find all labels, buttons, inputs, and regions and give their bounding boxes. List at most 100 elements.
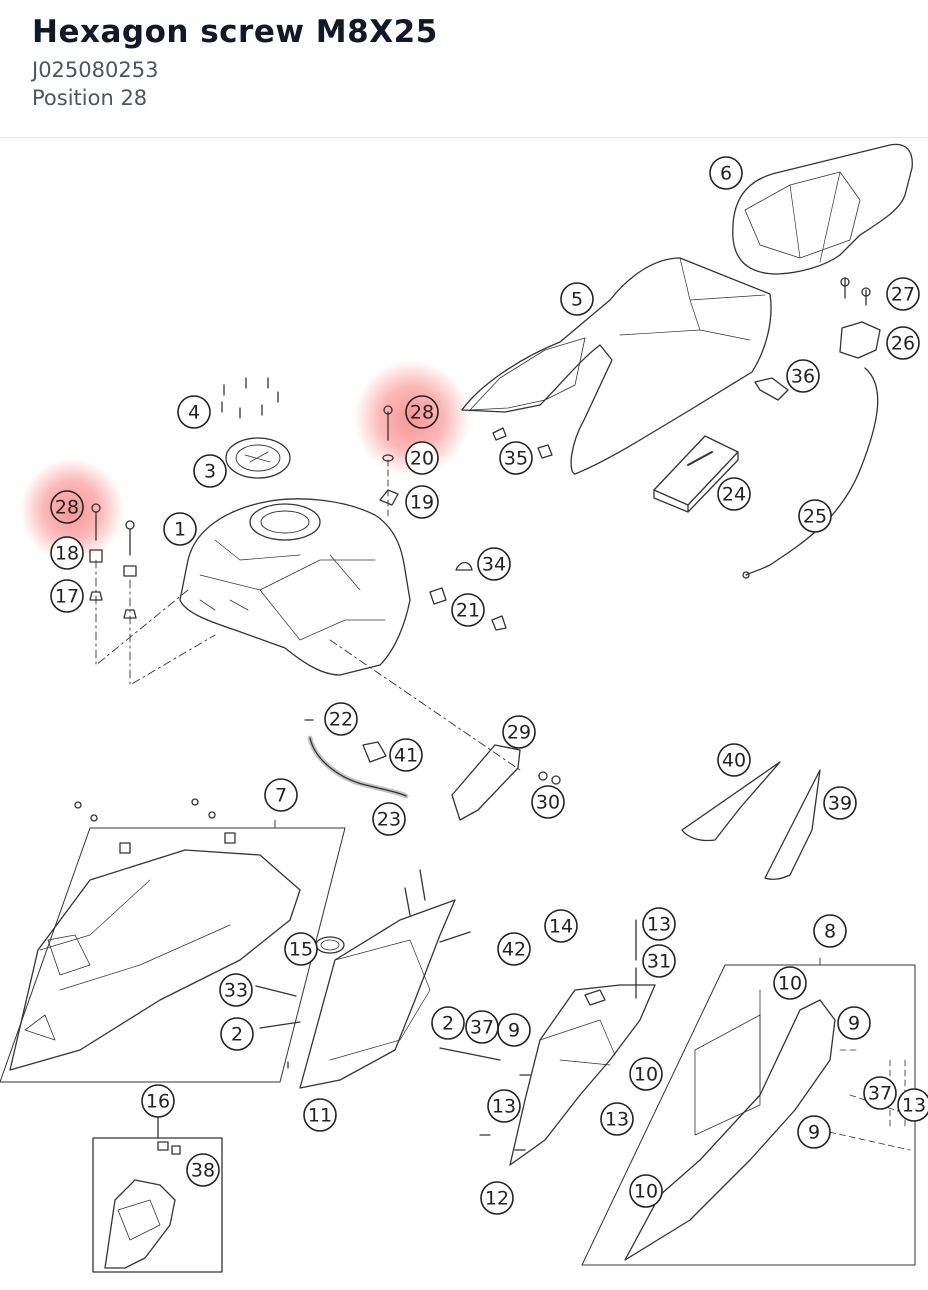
callout-circle xyxy=(284,932,318,966)
callout-label: 8 xyxy=(824,921,836,943)
callout-label: 2 xyxy=(231,1024,243,1046)
callout-circle xyxy=(389,738,423,772)
callout-circle xyxy=(717,743,751,777)
callout-circle xyxy=(303,1098,337,1132)
callout-11[interactable]: 11 xyxy=(303,1098,337,1132)
callout-circle xyxy=(786,359,820,393)
callout-23[interactable]: 23 xyxy=(372,802,406,836)
callout-label: 13 xyxy=(492,1096,516,1118)
callout-label: 4 xyxy=(188,402,200,424)
callout-circle xyxy=(797,1115,831,1149)
callout-label: 23 xyxy=(377,809,401,831)
callout-28[interactable]: 28 xyxy=(50,490,84,524)
callout-9[interactable]: 9 xyxy=(497,1013,531,1047)
callout-27[interactable]: 27 xyxy=(886,277,920,311)
callout-label: 21 xyxy=(456,600,480,622)
callout-34[interactable]: 34 xyxy=(477,547,511,581)
callout-13[interactable]: 13 xyxy=(487,1089,521,1123)
callout-22[interactable]: 22 xyxy=(324,702,358,736)
callout-19[interactable]: 19 xyxy=(405,485,439,519)
callout-38[interactable]: 38 xyxy=(186,1153,220,1187)
callout-30[interactable]: 30 xyxy=(531,785,565,819)
callout-label: 18 xyxy=(55,543,79,565)
callout-10[interactable]: 10 xyxy=(629,1057,663,1091)
highlight-glow xyxy=(354,360,470,476)
callout-label: 40 xyxy=(722,750,746,772)
callout-3[interactable]: 3 xyxy=(193,454,227,488)
callout-14[interactable]: 14 xyxy=(544,909,578,943)
callout-36[interactable]: 36 xyxy=(786,359,820,393)
callout-label: 37 xyxy=(868,1083,892,1105)
callout-circle xyxy=(823,786,857,820)
callout-25[interactable]: 25 xyxy=(798,499,832,533)
callout-29[interactable]: 29 xyxy=(502,715,536,749)
callout-9[interactable]: 9 xyxy=(837,1006,871,1040)
callout-label: 38 xyxy=(191,1160,215,1182)
callout-33[interactable]: 33 xyxy=(219,973,253,1007)
callout-41[interactable]: 41 xyxy=(389,738,423,772)
callout-label: 7 xyxy=(275,785,287,807)
callout-18[interactable]: 18 xyxy=(50,536,84,570)
callout-13[interactable]: 13 xyxy=(642,907,676,941)
callout-7[interactable]: 7 xyxy=(264,778,298,812)
callout-12[interactable]: 12 xyxy=(480,1181,514,1215)
callout-label: 19 xyxy=(410,492,434,514)
callout-label: 31 xyxy=(647,951,671,973)
callout-circle xyxy=(629,1174,663,1208)
callout-label: 34 xyxy=(482,554,506,576)
callout-label: 22 xyxy=(329,709,353,731)
callout-circle xyxy=(717,477,751,511)
callout-circle xyxy=(50,536,84,570)
callout-2[interactable]: 2 xyxy=(431,1006,465,1040)
callout-label: 2 xyxy=(442,1013,454,1035)
callout-label: 39 xyxy=(828,793,852,815)
callout-40[interactable]: 40 xyxy=(717,743,751,777)
callout-24[interactable]: 24 xyxy=(717,477,751,511)
callout-8[interactable]: 8 xyxy=(813,914,847,948)
callout-10[interactable]: 10 xyxy=(629,1174,663,1208)
callout-label: 3 xyxy=(204,461,216,483)
callout-13[interactable]: 13 xyxy=(897,1088,928,1122)
callout-4[interactable]: 4 xyxy=(177,395,211,429)
callout-circle xyxy=(642,944,676,978)
callout-label: 12 xyxy=(485,1188,509,1210)
callout-circle xyxy=(773,966,807,1000)
callout-2[interactable]: 2 xyxy=(220,1017,254,1051)
callout-label: 41 xyxy=(394,745,418,767)
callout-39[interactable]: 39 xyxy=(823,786,857,820)
callout-circle xyxy=(531,785,565,819)
callout-26[interactable]: 26 xyxy=(886,326,920,360)
callout-16[interactable]: 16 xyxy=(141,1084,175,1118)
callout-1[interactable]: 1 xyxy=(163,512,197,546)
callout-6[interactable]: 6 xyxy=(709,156,743,190)
callout-circle xyxy=(186,1153,220,1187)
callout-37[interactable]: 37 xyxy=(863,1076,897,1110)
callout-label: 9 xyxy=(808,1122,820,1144)
exploded-parts-diagram: 6527263642820353192425281183417212229414… xyxy=(0,143,928,1273)
callout-13[interactable]: 13 xyxy=(600,1102,634,1136)
callout-circle xyxy=(431,1006,465,1040)
callout-label: 27 xyxy=(891,284,915,306)
callout-5[interactable]: 5 xyxy=(560,282,594,316)
callout-label: 36 xyxy=(791,366,815,388)
callout-circle xyxy=(600,1102,634,1136)
callout-28[interactable]: 28 xyxy=(405,395,439,429)
callout-31[interactable]: 31 xyxy=(642,944,676,978)
callout-20[interactable]: 20 xyxy=(405,441,439,475)
callout-42[interactable]: 42 xyxy=(497,932,531,966)
callout-17[interactable]: 17 xyxy=(50,579,84,613)
callout-label: 26 xyxy=(891,333,915,355)
callout-circle xyxy=(497,932,531,966)
callout-37[interactable]: 37 xyxy=(465,1010,499,1044)
callout-circle xyxy=(451,593,485,627)
callout-21[interactable]: 21 xyxy=(451,593,485,627)
callout-10[interactable]: 10 xyxy=(773,966,807,1000)
callout-label: 25 xyxy=(803,506,827,528)
part-position: Position 28 xyxy=(32,86,148,110)
callout-label: 10 xyxy=(634,1181,658,1203)
callout-label: 6 xyxy=(720,163,732,185)
callout-circle xyxy=(50,490,84,524)
callout-35[interactable]: 35 xyxy=(499,441,533,475)
callout-9[interactable]: 9 xyxy=(797,1115,831,1149)
callout-15[interactable]: 15 xyxy=(284,932,318,966)
